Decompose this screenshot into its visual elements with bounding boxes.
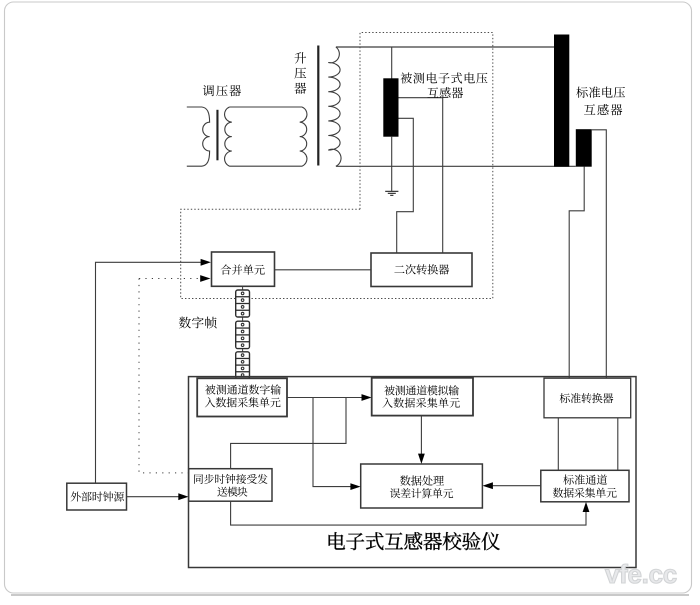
svg-text:vfe.cc: vfe.cc: [605, 559, 677, 589]
